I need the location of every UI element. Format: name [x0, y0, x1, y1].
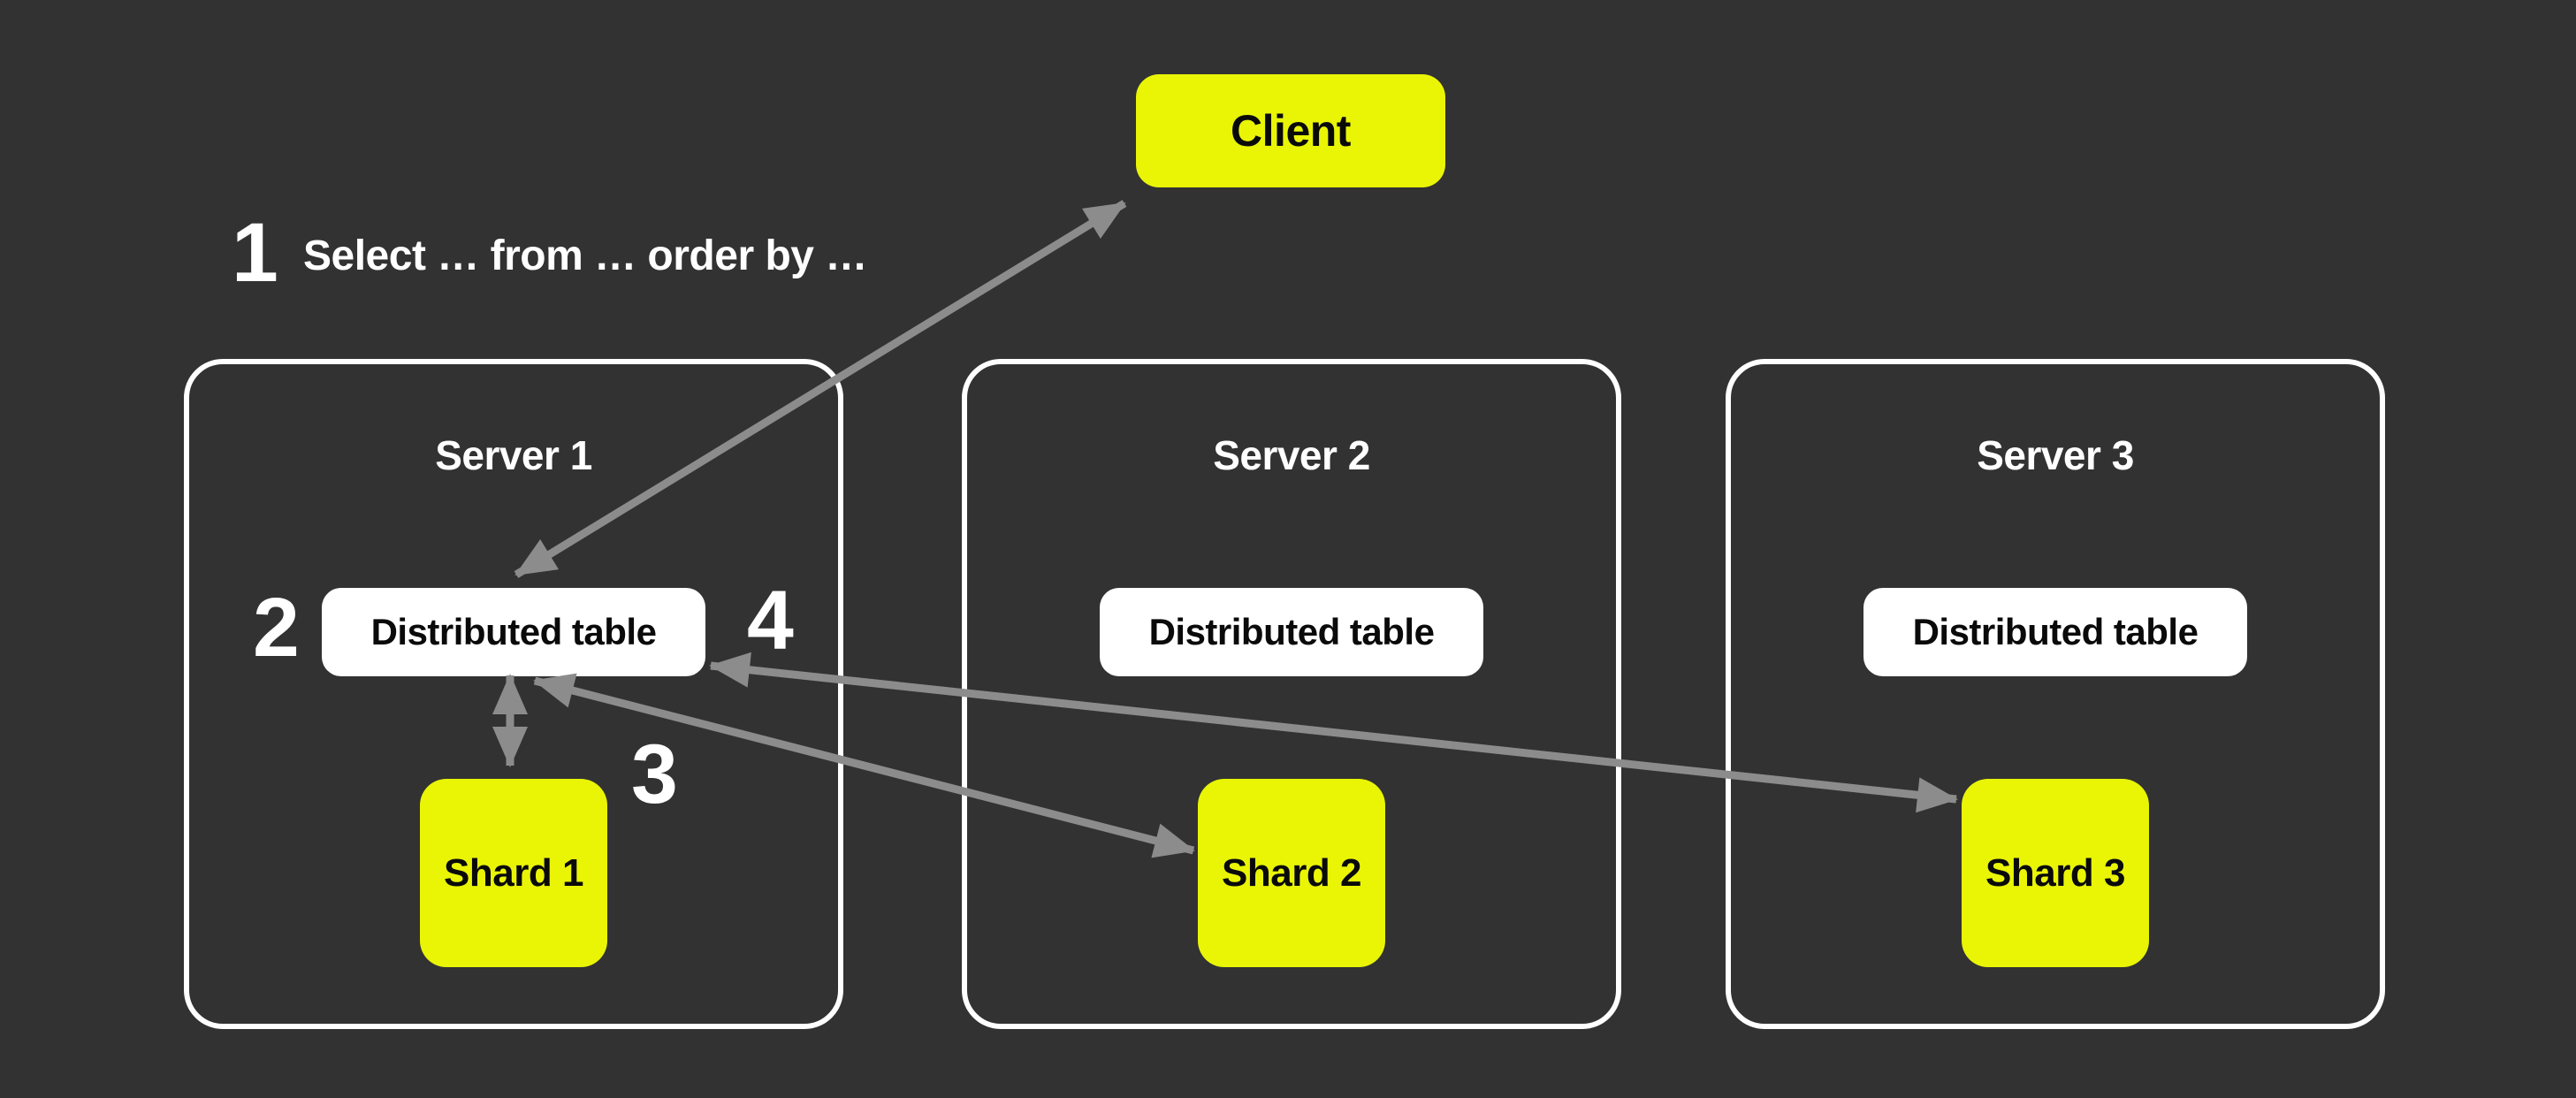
client-box: Client: [1136, 74, 1445, 187]
server-3-distributed-table-label: Distributed table: [1912, 611, 2199, 652]
shard-3-label: Shard 3: [1985, 850, 2125, 895]
server-2-title: Server 2: [1213, 432, 1370, 478]
shard-2-label: Shard 2: [1222, 850, 1361, 895]
server-3-title: Server 3: [1977, 432, 2134, 478]
shard-1-box: Shard 1: [420, 779, 607, 967]
server-1-title: Server 1: [435, 432, 592, 478]
server-2-distributed-table-label: Distributed table: [1148, 611, 1435, 652]
server-3-box: Server 3 Distributed table Shard 3: [1726, 359, 2385, 1029]
server-1-distributed-table-label: Distributed table: [370, 611, 657, 652]
server-1-distributed-table-box: Distributed table: [322, 588, 705, 676]
query-text: Select … from … order by …: [303, 233, 867, 279]
step-3-number: 3: [631, 728, 678, 821]
server-2-distributed-table-box: Distributed table: [1100, 588, 1483, 676]
step-1-number: 1: [232, 206, 278, 300]
server-2-box: Server 2 Distributed table Shard 2: [962, 359, 1621, 1029]
server-3-distributed-table-box: Distributed table: [1863, 588, 2247, 676]
shard-2-box: Shard 2: [1198, 779, 1385, 967]
shard-1-label: Shard 1: [444, 850, 583, 895]
shard-3-box: Shard 3: [1962, 779, 2149, 967]
server-1-box: Server 1 Distributed table Shard 1: [184, 359, 843, 1029]
step-4-number: 4: [747, 574, 794, 667]
client-label: Client: [1231, 106, 1351, 156]
step-2-number: 2: [253, 581, 300, 675]
